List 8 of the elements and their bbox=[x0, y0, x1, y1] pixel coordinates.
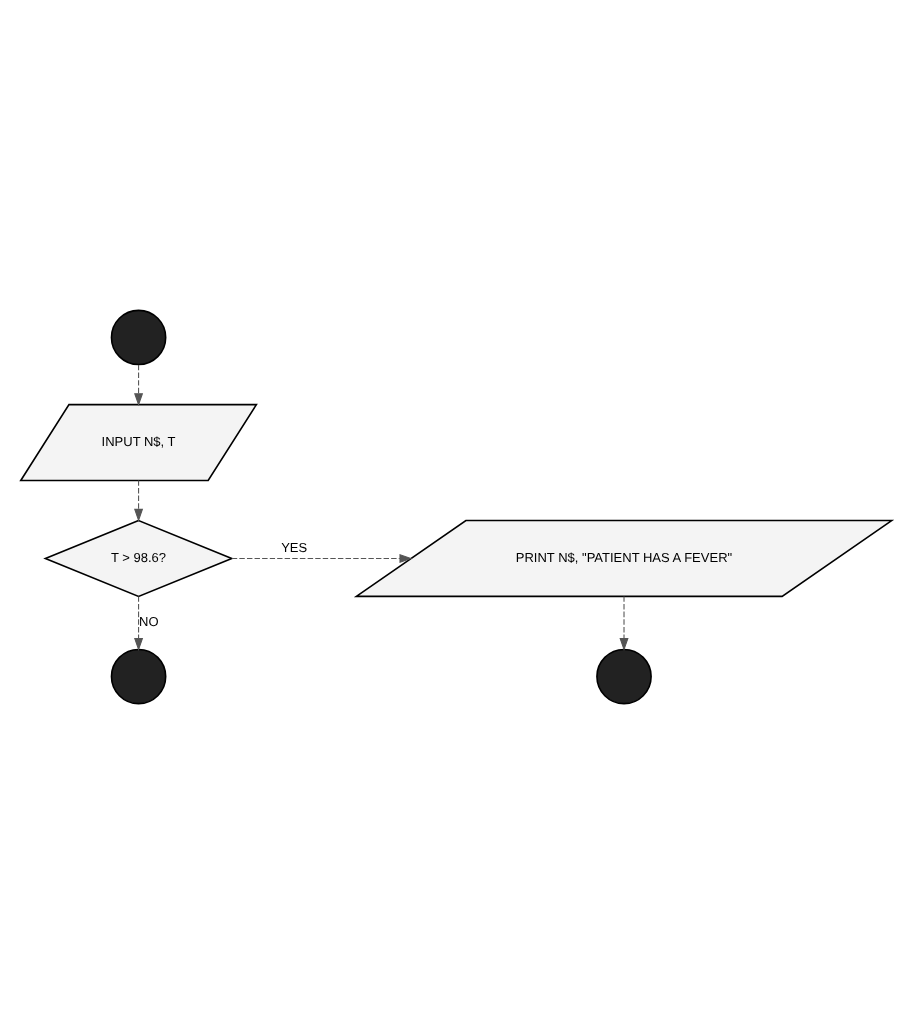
arrow bbox=[619, 595, 629, 651]
node-circle bbox=[596, 647, 652, 704]
arrow bbox=[134, 363, 144, 406]
arrow bbox=[134, 595, 144, 651]
arrow bbox=[134, 479, 144, 521]
node-circle bbox=[110, 308, 167, 365]
arrow bbox=[231, 552, 413, 563]
node-circle bbox=[110, 647, 167, 704]
